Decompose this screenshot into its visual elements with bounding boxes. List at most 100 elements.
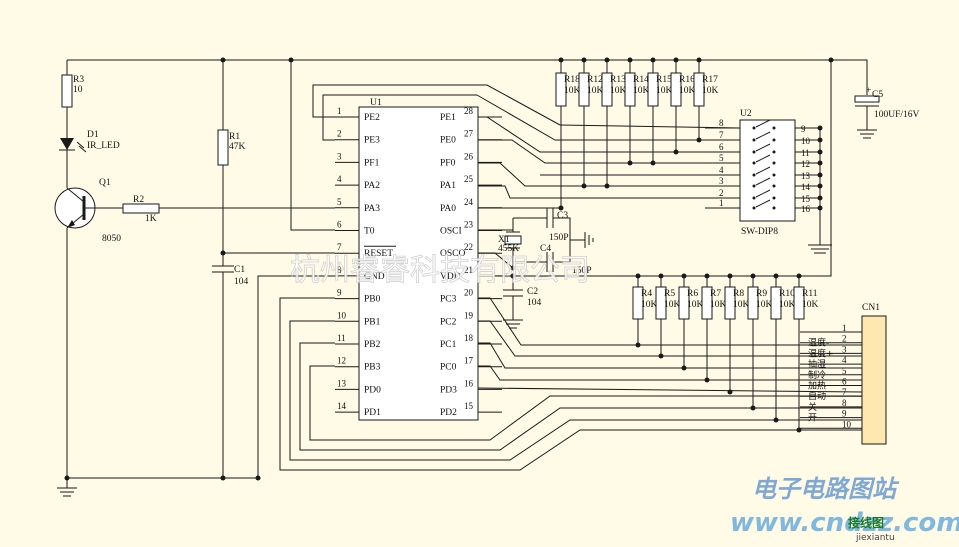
u1-pin-num: 15	[464, 401, 474, 411]
svg-text:150P: 150P	[549, 233, 569, 243]
u1-pin-name: RESET	[364, 249, 393, 259]
cn1-pin-label: 抽湿	[808, 358, 826, 370]
resistor-val: 10K	[802, 300, 819, 310]
u1-pin-name: PC1	[440, 340, 457, 350]
u1-pin-num: 2	[337, 129, 342, 139]
c5-capacitor: + C5 100UF/16V	[854, 86, 920, 139]
mid-resistor-array: R410KR510KR610KR710KR810KR910KR1010KR111…	[632, 273, 819, 433]
gnd-rail	[57, 475, 261, 497]
svg-text:R3: R3	[73, 75, 84, 85]
brand: 电子电路图站 www.cndzz.com 接线图 jiexiantu	[730, 474, 959, 543]
cn1-pin-label: 温度-	[808, 337, 829, 349]
resistor-ref: R17	[702, 75, 718, 85]
cn1-pin-label: 温度+	[808, 347, 834, 359]
u1-pin-num: 21	[464, 265, 473, 275]
dip-switch-icon	[755, 199, 771, 208]
dip-pin-num: 1	[719, 198, 724, 208]
u1-pin-num: 7	[337, 242, 342, 252]
u1-pin-name: PA3	[364, 204, 380, 214]
dip-pin-num: 11	[801, 148, 810, 158]
u1-pin-num: 28	[464, 106, 474, 116]
svg-text:C3: C3	[557, 211, 568, 221]
u1-pin-num: 22	[464, 242, 473, 252]
ir-led-icon	[60, 138, 74, 150]
resistor-val: 10K	[702, 86, 719, 96]
svg-text:SW-DIP8: SW-DIP8	[741, 227, 778, 237]
dip-pin-num: 7	[719, 130, 724, 140]
u1-pin-num: 14	[337, 401, 347, 411]
cn1-pin-label: 关	[808, 401, 817, 413]
u1-pin-num: 6	[337, 220, 342, 230]
dip-pin-num: 13	[801, 171, 811, 181]
u1-pin-num: 26	[464, 151, 474, 161]
brand-sub: jiexiantu	[855, 533, 895, 543]
cn1-pin-label: 开	[808, 413, 817, 424]
svg-text:47K: 47K	[229, 142, 246, 152]
cn1-pin-label: 制冷	[808, 369, 826, 381]
cn1-pin-num: 5	[842, 366, 847, 376]
r1-resistor	[217, 129, 229, 166]
dip-pin-num: 3	[719, 176, 724, 186]
resistor-val: 10K	[756, 300, 773, 310]
u1-pin-name: PD0	[364, 385, 381, 395]
resistor-ref: R4	[641, 289, 652, 299]
resistor-ref: R16	[679, 75, 695, 85]
svg-text:C1: C1	[234, 265, 245, 275]
u1-pin-num: 20	[464, 288, 474, 298]
svg-text:150P: 150P	[572, 266, 592, 276]
u1-pin-name: PE1	[440, 113, 456, 123]
resistor-val: 10K	[710, 300, 727, 310]
resistor-ref: R14	[633, 75, 649, 85]
svg-text:Q1: Q1	[99, 178, 111, 188]
u1-pin-num: 5	[337, 197, 342, 207]
dip-pin-num: 9	[801, 124, 806, 134]
svg-text:10: 10	[73, 85, 83, 95]
u1-pin-name: PC3	[440, 295, 457, 305]
u1-pin-num: 23	[464, 220, 474, 230]
r3-resistor	[61, 74, 73, 108]
dip-switch-icon	[755, 154, 771, 163]
dip-switch-icon	[755, 177, 771, 186]
resistor-ref: R5	[664, 289, 675, 299]
u1-pin-num: 10	[337, 310, 347, 320]
ir-driver: R3 10 D1 IR_LED Q1 8050 R2 1K	[54, 60, 335, 478]
u1-pin-name: PF0	[440, 158, 456, 168]
resistor-val: 10K	[656, 86, 673, 96]
u1-pin-num: 19	[464, 310, 474, 320]
u1-pin-name: OSCO	[440, 249, 465, 259]
resistor-ref: R12	[587, 75, 603, 85]
r2-resistor	[122, 203, 160, 214]
u1-pin-name: T0	[364, 227, 375, 237]
u1-pin-name: PB2	[364, 340, 381, 350]
dip-pin-num: 16	[801, 204, 811, 214]
u1-pin-num: 8	[337, 265, 342, 275]
dip-pin-num: 10	[801, 136, 811, 146]
svg-text:455K: 455K	[498, 244, 519, 254]
dip-pin-num: 12	[801, 159, 810, 169]
u1-pin-num: 4	[337, 174, 342, 184]
svg-text:8050: 8050	[102, 234, 121, 244]
resistor-val: 10K	[564, 86, 581, 96]
dip-pin-num: 15	[801, 194, 811, 204]
u1-pin-name: PE3	[364, 136, 380, 146]
u1-pin-name: PC2	[440, 317, 457, 327]
resistor-val: 10K	[779, 300, 796, 310]
cn1-pin-num: 2	[842, 334, 847, 344]
dip-switch-icon	[755, 131, 771, 140]
resistor-val: 10K	[687, 300, 704, 310]
u1-pin-num: 12	[337, 356, 346, 366]
u1-pin-name: PA0	[440, 204, 456, 214]
resistor-val: 10K	[633, 86, 650, 96]
u1-pin-num: 25	[464, 174, 474, 184]
svg-text:1K: 1K	[145, 214, 157, 224]
u1-pin-name: PA2	[364, 181, 380, 191]
u1-pin-num: 16	[464, 378, 474, 388]
u1-pin-name: PE2	[364, 113, 380, 123]
svg-text:104: 104	[527, 298, 542, 308]
svg-text:U2: U2	[740, 109, 752, 119]
resistor-val: 10K	[664, 300, 681, 310]
u1-pin-name: PE0	[440, 136, 456, 146]
